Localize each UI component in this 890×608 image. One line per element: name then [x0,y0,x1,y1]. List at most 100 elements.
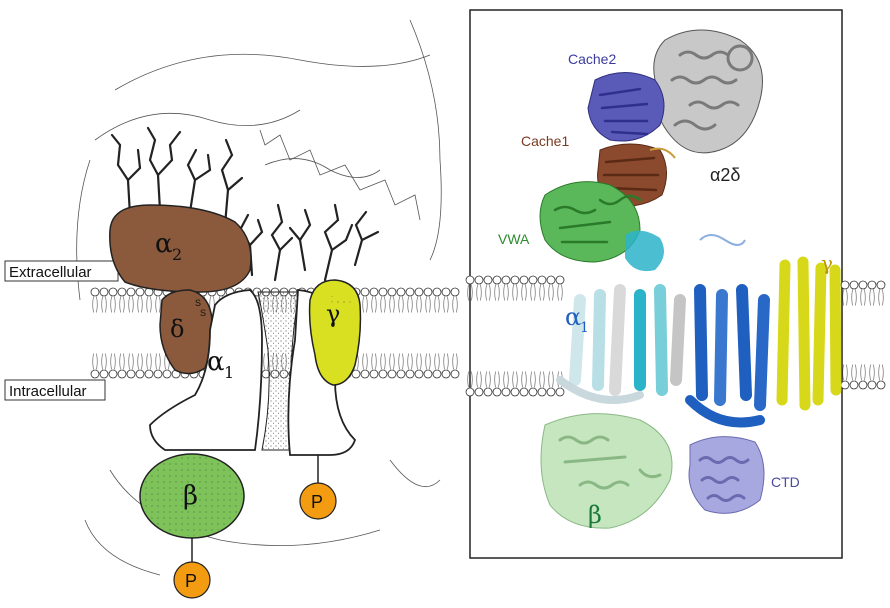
phospho-alpha1-icon [299,482,337,520]
lipid-tail [869,289,875,306]
disulfide-label-2: S [200,308,206,318]
alpha1-subscript: 1 [224,363,234,382]
lipid-tail [380,296,386,313]
phospho-alpha1-label: P [311,492,323,512]
lipid-head [867,380,877,390]
lipid-head [162,369,172,379]
lipid-bilayer-far-right [840,280,886,390]
lipid-tail [548,371,554,388]
lipid-tail [503,371,509,388]
lipid-head [90,369,100,379]
lipid-tail [521,371,527,388]
lipid-head [450,287,460,297]
lipid-head [492,275,502,285]
lipid-head [414,369,424,379]
lipid-head [528,275,538,285]
lipid-tail [137,353,143,370]
lipid-tail [842,289,848,306]
cache2-label: Cache2 [568,51,616,67]
alpha2delta-label: α2δ [710,165,740,185]
lipid-head [153,369,163,379]
lipid-head [465,275,475,285]
lipid-tail [146,353,152,370]
lipid-head [858,380,868,390]
lipid-tail [878,289,884,306]
lipid-head [108,369,118,379]
lipid-tail [416,353,422,370]
alpha1-structure-subscript: 1 [580,320,589,336]
lipid-head [537,275,547,285]
beta-label: β [183,481,198,511]
lipid-tail [512,284,518,301]
lipid-tail [101,353,107,370]
lipid-tail [842,364,848,381]
delta-subunit-shape [159,289,213,375]
lipid-head [546,387,556,397]
lipid-head [351,369,361,379]
lipid-head [369,369,379,379]
lipid-head [858,280,868,290]
lipid-head [441,287,451,297]
cache2-domain [587,72,665,142]
lipid-tail [434,353,440,370]
lipid-tail [155,296,161,313]
gamma-subunit-shape [308,279,362,386]
lipid-head [840,380,850,390]
lipid-tail [110,296,116,313]
lipid-head [396,369,406,379]
lipid-head [840,280,850,290]
lipid-tail [539,284,545,301]
lipid-tail [494,371,500,388]
beta-domain [540,413,673,529]
lipid-head [135,369,145,379]
lipid-tail [128,296,134,313]
lipid-head [432,369,442,379]
lipid-tail [92,353,98,370]
lipid-tail [425,353,431,370]
lipid-tail [521,284,527,301]
lipid-tail [860,364,866,381]
lipid-tail [860,289,866,306]
beta-structure-label: β [588,501,602,529]
lipid-head [117,287,127,297]
lipid-head [867,280,877,290]
lipid-head [555,275,565,285]
lipid-head [360,287,370,297]
alpha2delta-grey-domain [653,29,763,154]
glycosylation-trees [110,126,380,282]
schematic-panel: Extracellular Intracellular [4,19,460,599]
lipid-head [387,287,397,297]
lipid-head [876,280,886,290]
lipid-head [423,287,433,297]
lipid-tail [512,371,518,388]
lipid-head [90,287,100,297]
lipid-tail [467,371,473,388]
intracellular-label: Intracellular [9,383,87,400]
lipid-tail [362,296,368,313]
lipid-tail [557,284,563,301]
lipid-tail [407,353,413,370]
alpha1-structure-label: α [565,303,581,331]
lipid-head [405,369,415,379]
lipid-tail [137,296,143,313]
lipid-tail [485,371,491,388]
alpha1-helices [556,230,770,428]
lipid-head [876,380,886,390]
gamma-structure-label: γ [821,251,833,275]
lipid-tail [476,371,482,388]
lipid-tail [398,353,404,370]
lipid-head [117,369,127,379]
lipid-head [465,387,475,397]
lipid-tail [101,296,107,313]
lipid-head [483,275,493,285]
gamma-label: γ [326,300,340,328]
lipid-head [528,387,538,397]
lipid-head [135,287,145,297]
lipid-tail [530,284,536,301]
lipid-tail [434,296,440,313]
alpha2-label: α [155,229,173,259]
lipid-head [474,275,484,285]
lipid-tail [452,353,458,370]
intracellular-label-box [4,379,106,401]
vwa-domain [539,181,642,263]
